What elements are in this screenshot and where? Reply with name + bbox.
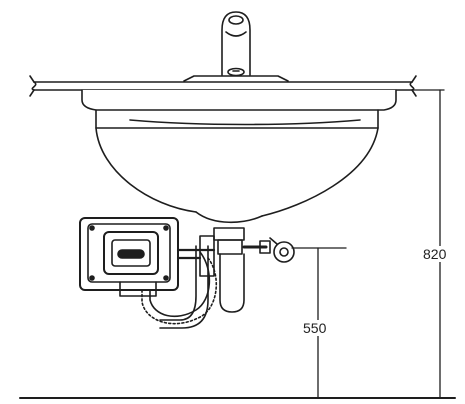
drain-trap [159, 227, 245, 329]
flexible-hose [141, 251, 217, 325]
dimension-total-height [411, 89, 445, 399]
basin-bowl [81, 89, 397, 224]
valve-height-label: 550 [302, 320, 328, 336]
control-box [79, 217, 216, 297]
angle-valve [242, 237, 295, 263]
faucet [183, 11, 289, 82]
total-height-label: 820 [422, 246, 448, 262]
